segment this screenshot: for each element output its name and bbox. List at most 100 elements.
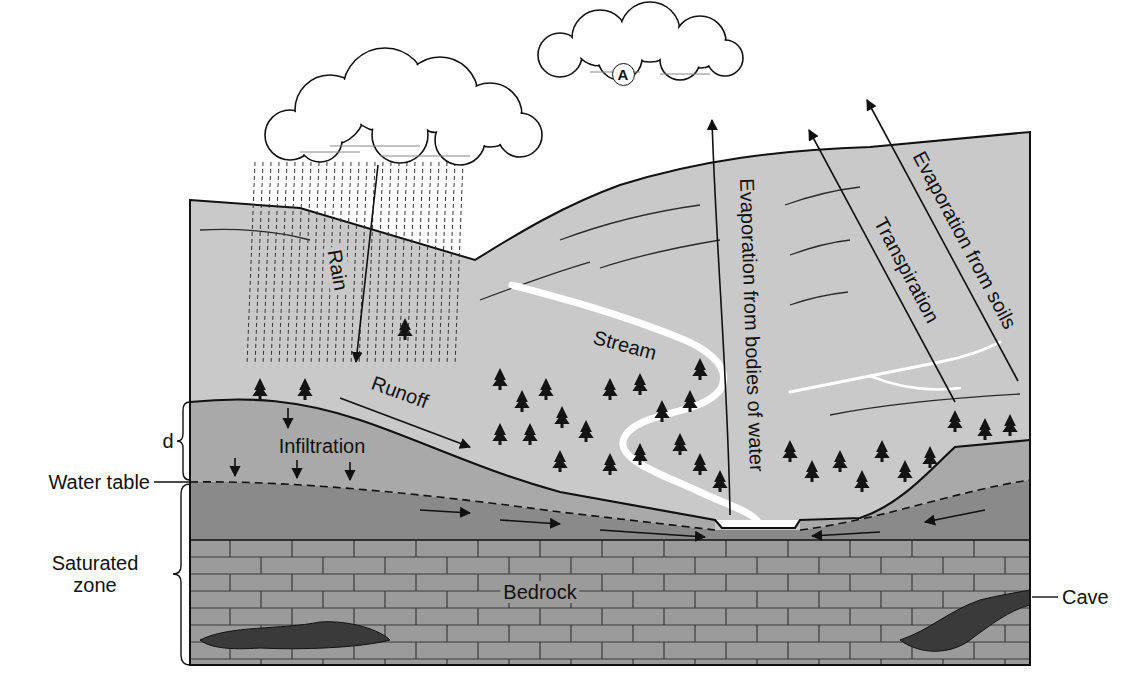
rain-streak: [455, 162, 463, 365]
bedrock-joint: [973, 540, 974, 557]
contour-line: [200, 229, 310, 240]
bedrock-joint: [973, 574, 974, 591]
bedrock-joint: [880, 625, 881, 642]
bedrock-joint: [229, 540, 230, 557]
water-table-line: [190, 482, 715, 530]
tree: [252, 378, 267, 400]
bedrock-joint: [818, 591, 819, 608]
tree: [1002, 414, 1017, 436]
bedrock-joint: [694, 625, 695, 642]
tree: [682, 390, 697, 412]
rain-streak: [383, 162, 391, 365]
bedrock-joint: [415, 608, 416, 625]
bedrock-joint: [415, 540, 416, 557]
rain-streak: [247, 162, 255, 365]
flow-arrows: [235, 100, 1018, 537]
bedrock-joint: [725, 540, 726, 557]
groundwater-arrow: [420, 510, 470, 513]
bracket: [177, 402, 190, 480]
bedrock-joint: [880, 591, 881, 608]
tree: [492, 423, 507, 445]
tree: [632, 443, 647, 465]
bedrock-joint: [291, 540, 292, 557]
rain-streak: [311, 162, 319, 365]
rain-arrow: [356, 165, 378, 362]
cave: [200, 622, 390, 649]
groundwater-arrow: [600, 530, 705, 537]
bedrock-joint: [539, 642, 540, 659]
tree: [782, 440, 797, 462]
contour-line: [830, 394, 1020, 415]
bedrock-joint: [725, 574, 726, 591]
tree: [602, 453, 617, 475]
cloud-fill: [299, 119, 340, 160]
bedrock-joint: [725, 608, 726, 625]
contour-line: [785, 187, 860, 205]
tree: [602, 378, 617, 400]
tree: [947, 410, 962, 432]
tree: [522, 423, 537, 445]
infiltration-arrow: [296, 460, 298, 478]
cloud-shading: [660, 73, 710, 74]
bedrock-joint: [694, 557, 695, 574]
tree: [578, 420, 593, 442]
bedrock-joint: [570, 625, 571, 642]
rain-streak: [295, 162, 303, 365]
callout-letter: A: [618, 67, 629, 82]
bedrock-joint: [663, 642, 664, 659]
rain-streak: [375, 162, 383, 365]
bedrock-joint: [787, 642, 788, 659]
tree: [492, 368, 507, 390]
rain-streak: [407, 162, 415, 365]
bedrock-joint: [756, 591, 757, 608]
tree: [832, 450, 847, 472]
bedrock-joint: [818, 557, 819, 574]
bedrock-joint: [477, 608, 478, 625]
tree: [922, 446, 937, 468]
contour-lines: [200, 187, 1020, 415]
bedrock-joint: [353, 540, 354, 557]
rain: [247, 162, 463, 365]
bedrock-joint: [601, 574, 602, 591]
cloud-shading: [380, 155, 470, 156]
bedrock: [190, 540, 1030, 665]
rain-streak: [367, 162, 375, 365]
feature-label: Cave: [1062, 586, 1109, 608]
bedrock-joint: [756, 625, 757, 642]
contour-line: [790, 292, 848, 305]
groundwater-arrow: [925, 510, 985, 522]
process-label: Infiltration: [279, 435, 366, 457]
bedrock-joint: [322, 557, 323, 574]
bedrock-joint: [384, 591, 385, 608]
rain-streak: [303, 162, 311, 365]
bedrock-joint: [415, 574, 416, 591]
bedrock-joint: [787, 574, 788, 591]
bedrock-joint: [190, 658, 1030, 659]
bedrock-joint: [291, 574, 292, 591]
cloud-fill: [708, 41, 741, 74]
tree: [554, 406, 569, 428]
bedrock-joint: [508, 557, 509, 574]
cave: [900, 590, 1030, 651]
bedrock-joint: [601, 608, 602, 625]
infiltration-arrow: [287, 408, 289, 428]
bedrock-joint: [190, 556, 1030, 557]
infiltration-arrow: [234, 458, 236, 476]
bedrock-joint: [601, 642, 602, 659]
bedrock-joint: [260, 591, 261, 608]
cloud: [265, 48, 542, 165]
bedrock-joint: [849, 608, 850, 625]
block-frame: [190, 132, 1030, 665]
bedrock-joint: [384, 557, 385, 574]
bedrock-joint: [477, 642, 478, 659]
callout-circle: A: [612, 63, 635, 86]
bedrock-joint: [911, 540, 912, 557]
cloud-fill: [661, 41, 698, 78]
bedrock-joint: [291, 608, 292, 625]
tree: [654, 400, 669, 422]
bedrock-joint: [942, 591, 943, 608]
tree: [552, 450, 567, 472]
bedrock-joints: [190, 540, 1030, 665]
